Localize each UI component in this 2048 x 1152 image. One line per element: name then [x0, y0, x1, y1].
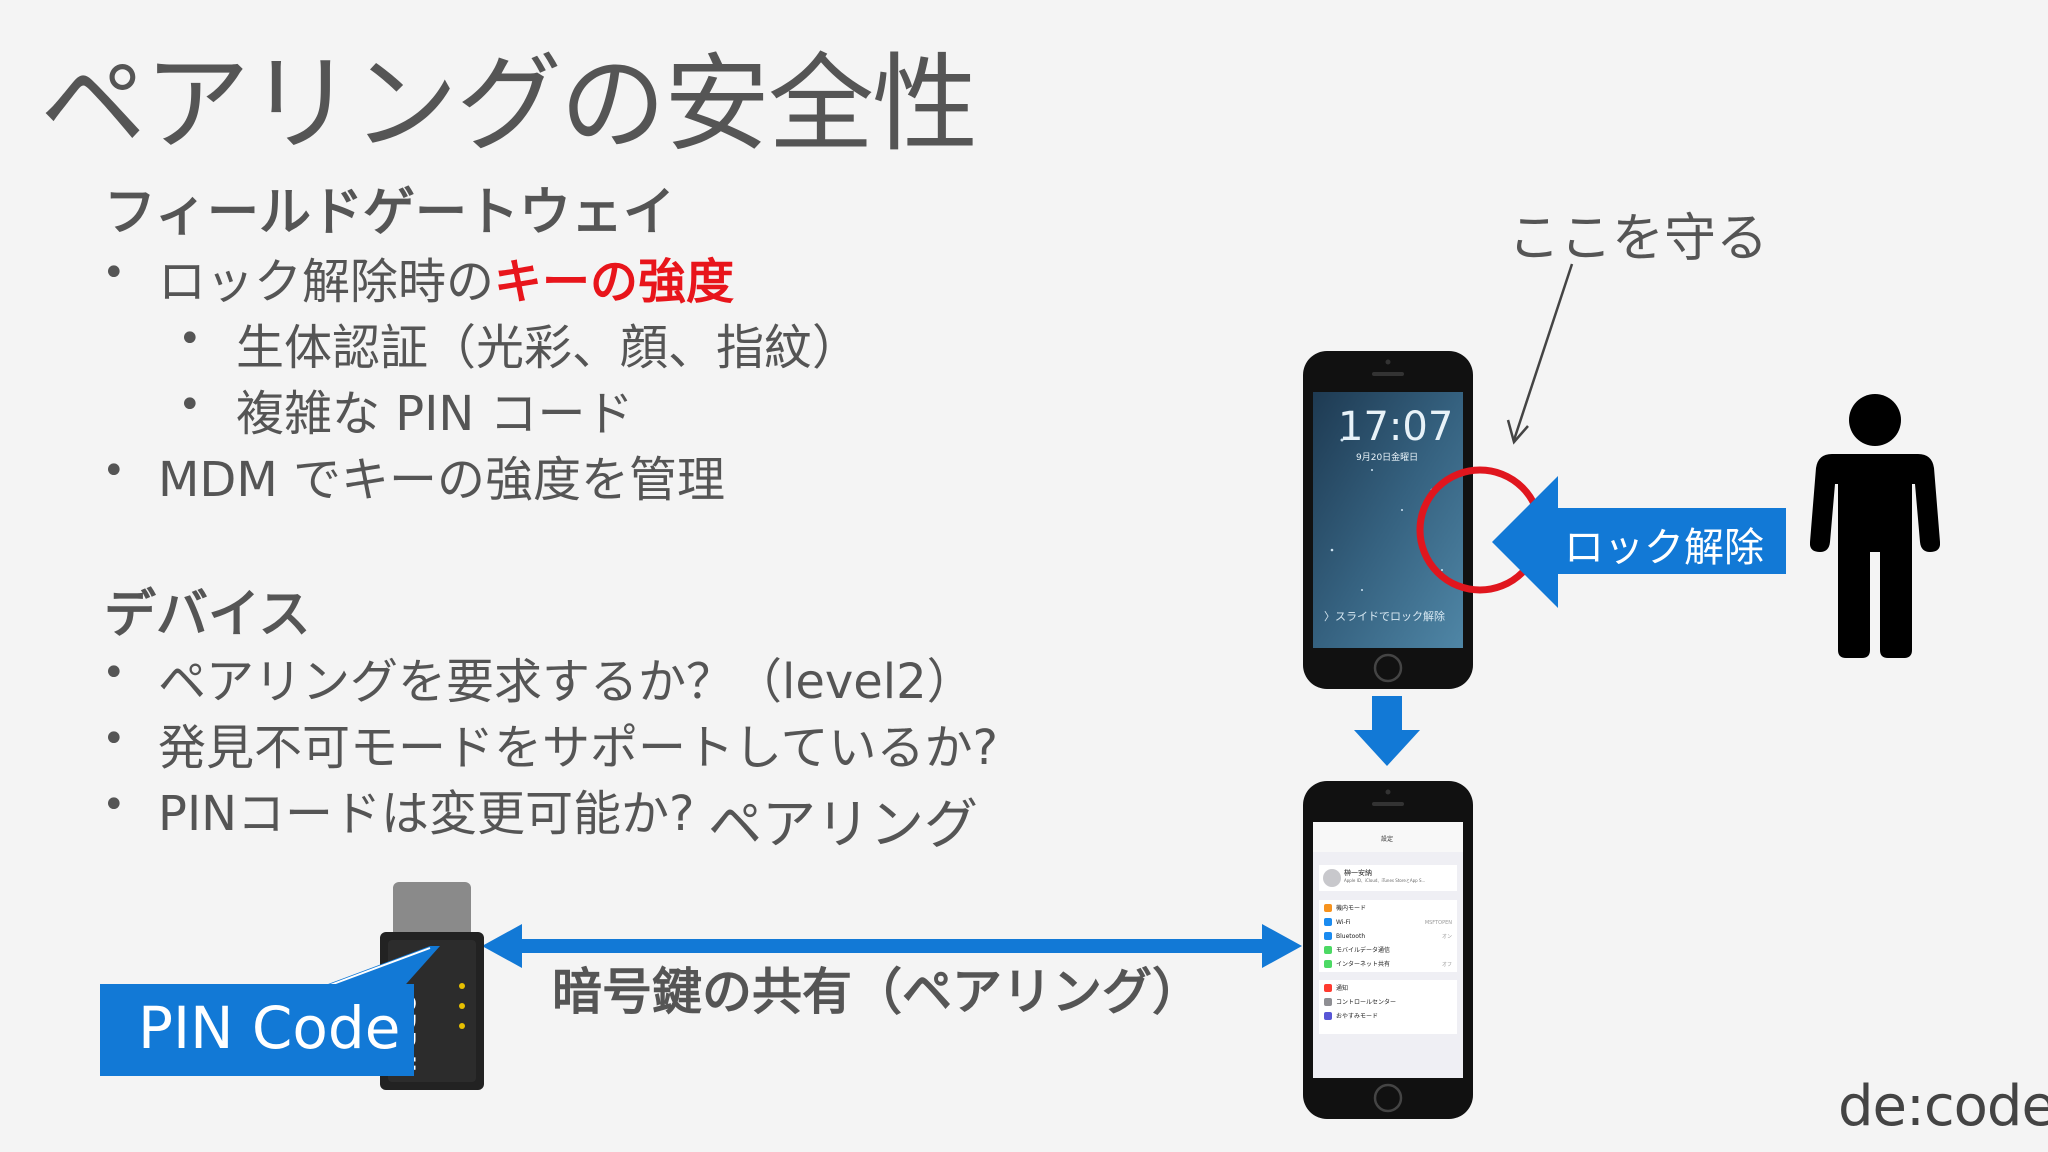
double-arrow-icon	[482, 924, 1302, 968]
settings-row: Wi-Fi	[1336, 919, 1351, 926]
settings-row: モバイルデータ通信	[1336, 947, 1391, 954]
pairing-label: ペアリング	[708, 793, 978, 856]
unlock-label: ロック解除	[1564, 525, 1764, 571]
pin-code-label: PIN Code	[138, 994, 401, 1062]
bullet-dot: •	[102, 250, 126, 296]
settings-title: 設定	[1381, 836, 1394, 843]
emphasis-text: キーの強度	[494, 254, 735, 310]
bullet-dot: •	[102, 650, 126, 696]
settings-row: おやすみモード	[1336, 1013, 1379, 1020]
bullet-dot: •	[102, 782, 126, 828]
phone-lock-screen	[1303, 351, 1473, 689]
section-heading-field-gateway: フィールドゲートウェイ	[104, 183, 675, 243]
settings-values: MSFTOPEN オン オフ	[1400, 916, 1452, 972]
brand-logo: de:code	[1838, 1074, 2048, 1139]
slide-title: ペアリングの安全性	[40, 43, 978, 166]
bullet-dot: •	[102, 448, 126, 494]
settings-row: 機内モード	[1336, 905, 1367, 912]
settings-list-group-2: 通知 コントロールセンター おやすみモード	[1336, 982, 1396, 1024]
bullet-dot: •	[178, 316, 202, 362]
settings-user-name: 榊一安納	[1344, 869, 1372, 877]
settings-value: MSFTOPEN	[1424, 920, 1452, 926]
section-heading-device: デバイス	[104, 585, 311, 645]
sub-bullet-complex-pin: 複雑な PIN コード	[236, 386, 634, 442]
bullet-pin-changeable: PINコードは変更可能か?	[158, 786, 695, 842]
person-icon	[1810, 394, 1940, 658]
left-arrow-icon	[1492, 476, 1786, 608]
key-sharing-label: 暗号鍵の共有（ペアリング）	[552, 963, 1202, 1021]
settings-row: インターネット共有	[1336, 961, 1391, 968]
phone-date: 9月20日金曜日	[1356, 453, 1419, 463]
bullet-pairing-required: ペアリングを要求するか？（level2）	[158, 654, 975, 710]
settings-value: オン	[1441, 934, 1452, 940]
settings-row: Bluetooth	[1336, 933, 1366, 940]
phone-slide-to-unlock: 〉スライドでロック解除	[1324, 610, 1445, 623]
settings-user-sub: Apple ID、iCloud、iTunes StoreとApp S...	[1344, 878, 1426, 883]
settings-value: オフ	[1441, 962, 1452, 968]
bullet-dot: •	[102, 716, 126, 762]
pointer-line-icon	[1506, 263, 1574, 445]
bullet-undiscoverable: 発見不可モードをサポートしているか?	[158, 720, 999, 776]
settings-value	[1400, 944, 1452, 958]
phone-settings-screen	[1303, 781, 1473, 1119]
down-arrow-icon	[1354, 696, 1420, 766]
bullet-mdm: MDM でキーの強度を管理	[158, 452, 726, 508]
settings-row: コントロールセンター	[1336, 999, 1397, 1006]
phone-time: 17:07	[1338, 404, 1454, 450]
bullet-unlock-key-strength: ロック解除時のキーの強度	[158, 242, 734, 312]
bullet-text: ロック解除時の	[158, 254, 495, 310]
settings-row: 通知	[1336, 985, 1349, 992]
protect-here-label: ここを守る	[1508, 209, 1769, 269]
bullet-dot: •	[178, 382, 202, 428]
settings-list-group-1: 機内モード Wi-Fi Bluetooth モバイルデータ通信 インターネット共…	[1336, 902, 1390, 972]
pin-code-box	[100, 984, 414, 1076]
sub-bullet-biometric: 生体認証（光彩、顔、指紋）	[236, 320, 861, 376]
